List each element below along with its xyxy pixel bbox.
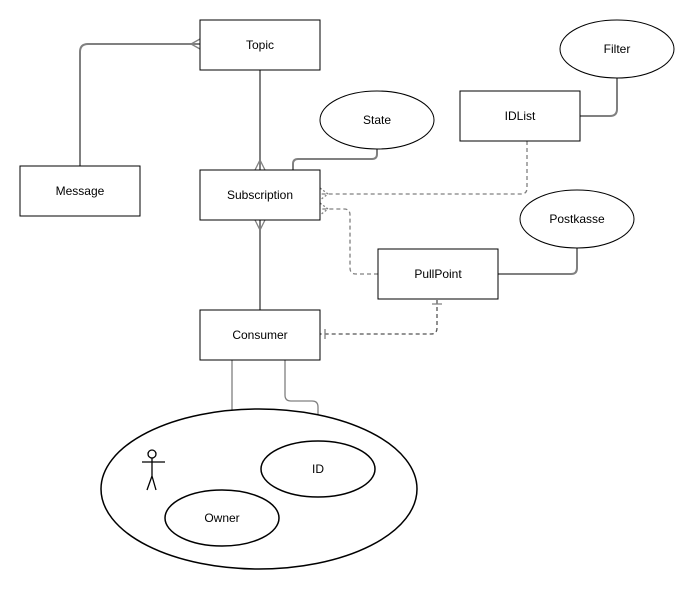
attribute-filter-label: Filter: [604, 42, 631, 56]
entity-consumer-label: Consumer: [232, 328, 287, 342]
entity-topic-label: Topic: [246, 38, 274, 52]
attribute-id[interactable]: ID: [260, 440, 376, 498]
crowfoot-many-marker: [189, 38, 201, 50]
edge-idlist-subscription: [320, 141, 528, 195]
edge-consumer-id: [284, 360, 319, 441]
entity-idlist[interactable]: IDList: [459, 90, 581, 142]
attribute-postkasse-label: Postkasse: [549, 212, 605, 226]
entity-message-label: Message: [56, 184, 105, 198]
entity-topic[interactable]: Topic: [199, 19, 321, 71]
edge-message-topic: [79, 43, 200, 166]
entity-subscription[interactable]: Subscription: [199, 169, 321, 221]
entity-pullpoint[interactable]: PullPoint: [377, 248, 499, 300]
edge-pullpoint-subscription: [320, 208, 378, 275]
crowfoot-many-marker: [254, 219, 266, 232]
entity-subscription-label: Subscription: [227, 188, 293, 202]
entity-message[interactable]: Message: [19, 165, 141, 217]
crowfoot-many-marker: [254, 158, 266, 171]
edge-pullpoint-postkasse: [498, 248, 578, 275]
edge-subscription-state: [292, 148, 378, 170]
entity-idlist-label: IDList: [505, 109, 536, 123]
edge-pullpoint-consumer: [320, 300, 438, 335]
attribute-owner-label: Owner: [204, 511, 239, 525]
attribute-filter[interactable]: Filter: [559, 19, 675, 79]
attribute-postkasse[interactable]: Postkasse: [519, 189, 635, 249]
consumer-group-ellipse: [100, 408, 418, 570]
crowfoot-many-marker: [319, 202, 330, 216]
edge-idlist-filter: [580, 78, 618, 117]
crowfoot-many-marker: [319, 187, 330, 201]
attribute-owner[interactable]: Owner: [164, 489, 280, 547]
attribute-state[interactable]: State: [319, 90, 435, 150]
stick-figure-icon: [142, 449, 165, 491]
one-marker: [324, 303, 442, 339]
attribute-id-label: ID: [312, 462, 324, 476]
entity-consumer[interactable]: Consumer: [199, 309, 321, 361]
entity-pullpoint-label: PullPoint: [414, 267, 462, 281]
attribute-state-label: State: [363, 113, 391, 127]
